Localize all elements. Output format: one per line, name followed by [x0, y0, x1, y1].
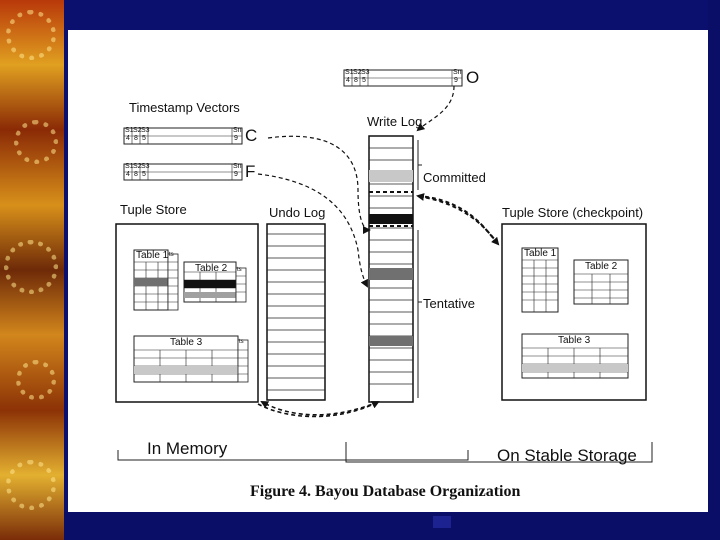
in-memory-label: In Memory [147, 439, 228, 458]
bayou-diagram [115, 69, 653, 463]
vector-o-v1: 4 [346, 77, 350, 84]
vector-f-vn: 9 [234, 171, 238, 178]
vector-c-v1: 4 [126, 135, 130, 142]
checkpoint-store-box [501, 223, 647, 401]
tuple-store-box [115, 223, 259, 403]
checkpoint-table-3-label: Table 3 [558, 335, 591, 346]
slide-frame-bottom [64, 512, 720, 540]
vector-o-s3: S3 [361, 69, 370, 76]
vector-f-sn: Sn [233, 163, 242, 170]
vector-c-sn: Sn [233, 127, 242, 134]
tuple-table-2-label: Table 2 [195, 263, 228, 274]
slide-frame-right [708, 0, 720, 540]
tuple-store-label: Tuple Store [120, 202, 187, 217]
vector-o-label: O [466, 68, 480, 87]
vector-c-vn: 9 [234, 135, 238, 142]
timestamp-vectors-label: Timestamp Vectors [129, 100, 240, 115]
vector-f [123, 163, 243, 181]
vector-o-v2: 8 [354, 77, 358, 84]
figure-caption: Figure 4. Bayou Database Organization [250, 483, 521, 500]
dashed-arrows [257, 85, 500, 418]
vector-c-s3: S3 [141, 127, 150, 134]
gear-icon [14, 120, 58, 164]
vector-o-s1: S1 [345, 69, 354, 76]
vector-c-label: C [245, 126, 258, 145]
gear-icon [16, 360, 56, 400]
checkpoint-table-1-label: Table 1 [524, 248, 557, 259]
gear-decoration-strip [0, 0, 64, 540]
scope-braces [117, 442, 653, 463]
vector-o-vn: 9 [454, 77, 458, 84]
vector-f-s1: S1 [125, 163, 134, 170]
gear-icon [6, 10, 56, 60]
vector-o [343, 69, 463, 87]
vector-c-s1: S1 [125, 127, 134, 134]
vector-c-s2: S2 [133, 127, 142, 134]
tuple-table-1-ts: ts [169, 252, 174, 258]
vector-c-v2: 8 [134, 135, 138, 142]
tentative-label: Tentative [423, 296, 476, 311]
diagram-slide: S1 S2 S3 Sn 4 8 5 9 O Timestamp Vectors … [68, 30, 708, 512]
vector-c-v3: 5 [142, 135, 146, 142]
vector-o-s2: S2 [353, 69, 362, 76]
gear-icon [4, 240, 58, 294]
log-brackets [417, 140, 422, 398]
committed-label: Committed [423, 170, 486, 185]
vector-c [123, 127, 243, 145]
undo-log-label: Undo Log [269, 205, 326, 220]
tuple-table-3-label: Table 3 [170, 337, 203, 348]
tuple-table-2-ts: ts [237, 267, 242, 273]
vector-f-s2: S2 [133, 163, 142, 170]
vector-f-v2: 8 [134, 171, 138, 178]
vector-f-v1: 4 [126, 171, 130, 178]
footer-mark [433, 516, 451, 528]
tuple-table-3-ts: ts [239, 339, 244, 345]
tuple-table-1-label: Table 1 [136, 250, 169, 261]
write-log-label: Write Log [367, 114, 423, 129]
vector-o-v3: 5 [362, 77, 366, 84]
gear-icon [6, 460, 56, 510]
vector-f-s3: S3 [141, 163, 150, 170]
stable-storage-label: On Stable Storage [497, 446, 637, 465]
undo-log-column [266, 223, 326, 401]
vector-f-label: F [245, 162, 256, 181]
checkpoint-table-2-label: Table 2 [585, 261, 618, 272]
vector-f-v3: 5 [142, 171, 146, 178]
checkpoint-label: Tuple Store (checkpoint) [502, 205, 644, 220]
write-log-column [368, 135, 414, 403]
vector-o-sn: Sn [453, 69, 462, 76]
